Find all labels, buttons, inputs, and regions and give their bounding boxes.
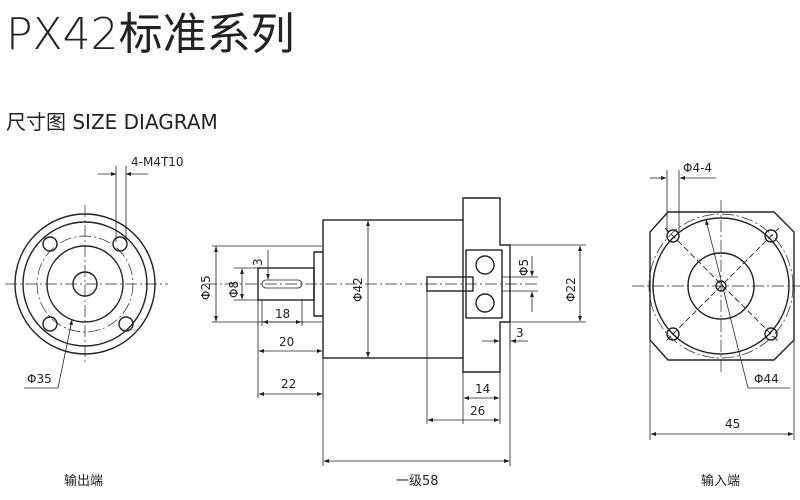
bolt-hole-top-left [42,236,58,252]
phi5-label: Φ5 [517,259,531,276]
input-hole-bottom-right [764,327,778,341]
bolt-hole-top-right [112,236,128,252]
phi25-label: Φ25 [199,275,213,300]
key3-label: 3 [251,258,265,266]
diagram-subtitle: 尺寸图 SIZE DIAGRAM [6,110,218,134]
input-mount-block [462,197,511,373]
page-title: PX42标准系列 [6,9,295,60]
stage-length-label: 一级58 [396,474,439,489]
input-hole-top-left [666,229,680,243]
output-end-view: 4-M4T10 Φ35 输出端 [5,155,184,489]
bolt-hole-bottom-left [42,316,58,332]
len22-label: 22 [281,377,296,391]
input-hole-top-right [764,229,778,243]
len20-label: 20 [279,335,294,349]
len14-label: 14 [475,382,490,396]
input-flange-square [649,211,795,361]
thread-label: 4-M4T10 [131,155,184,169]
clamp-screw-bottom [475,293,495,313]
phi35-label: Φ35 [27,372,52,386]
main-housing [322,219,464,359]
len45-label: 45 [725,417,740,431]
key18-label: 18 [275,307,290,321]
input-end-view: Φ4-4 Φ44 45 输入端 [632,161,800,489]
input-hole-bottom-left [666,327,680,341]
bolt-hole-bottom-right [118,316,134,332]
phi22-label: Φ22 [564,277,578,302]
clamp-screw-top [475,255,495,275]
phi42-label: Φ42 [351,277,365,302]
phi44-label: Φ44 [754,372,779,386]
gap3-label: 3 [516,326,524,340]
phi4-4-label: Φ4-4 [683,161,712,175]
side-view: Φ25 Φ8 3 18 20 22 Φ42 Φ5 [199,197,586,489]
output-end-caption: 输出端 [64,473,103,489]
len26-label: 26 [470,404,485,418]
phi8-label: Φ8 [227,281,241,298]
input-end-caption: 输入端 [701,473,740,489]
